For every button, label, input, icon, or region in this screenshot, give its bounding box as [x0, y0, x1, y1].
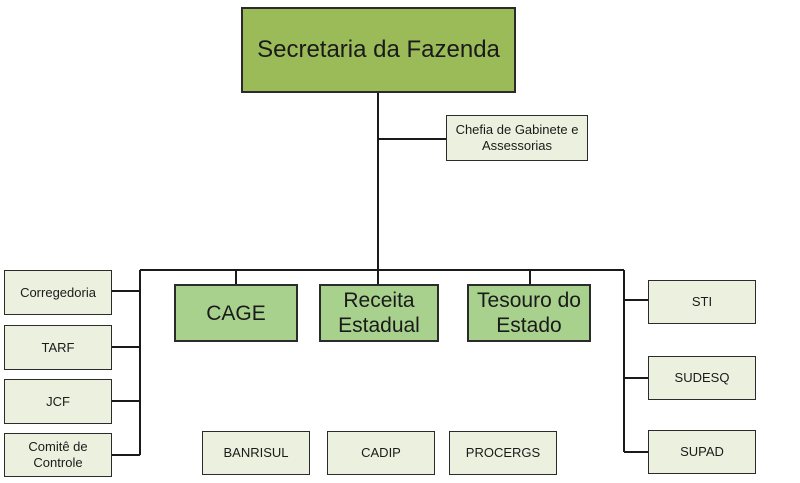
unit-cage: CAGE [174, 284, 298, 342]
unit-sti: STI [648, 280, 756, 324]
unit-label: CAGE [206, 301, 266, 325]
cabinet-label: Chefia de Gabinete e Assessorias [455, 122, 579, 153]
unit-label: JCF [46, 393, 70, 409]
unit-supad: SUPAD [648, 430, 756, 474]
unit-label: PROCERGS [465, 445, 541, 460]
secretaria-box: Secretaria da Fazenda [241, 7, 516, 93]
unit-corregedoria: Corregedoria [4, 270, 112, 315]
unit-procergs: PROCERGS [449, 431, 557, 475]
cabinet-box: Chefia de Gabinete e Assessorias [446, 115, 588, 161]
secretaria-label: Secretaria da Fazenda [257, 36, 500, 63]
unit-label: STI [691, 294, 713, 309]
unit-label: SUDESQ [674, 370, 730, 385]
unit-jcf: JCF [4, 379, 112, 424]
unit-label: Comitê de Controle [28, 439, 88, 470]
unit-label: BANRISUL [223, 445, 289, 460]
unit-label: Corregedoria [20, 284, 96, 300]
unit-tarf: TARF [4, 325, 112, 370]
unit-sudesq: SUDESQ [648, 356, 756, 400]
unit-comite-de-controle: Comitê de Controle [4, 433, 112, 477]
unit-cadip: CADIP [327, 431, 435, 475]
unit-label: CADIP [361, 445, 401, 460]
unit-receita-estadual: Receita Estadual [319, 284, 439, 342]
unit-label: TARF [41, 339, 75, 355]
unit-label: SUPAD [680, 444, 724, 459]
unit-banrisul: BANRISUL [202, 431, 310, 475]
unit-label: Tesouro do Estado [477, 289, 581, 337]
unit-tesouro-do-estado: Tesouro do Estado [467, 284, 591, 342]
unit-label: Receita Estadual [338, 289, 420, 337]
